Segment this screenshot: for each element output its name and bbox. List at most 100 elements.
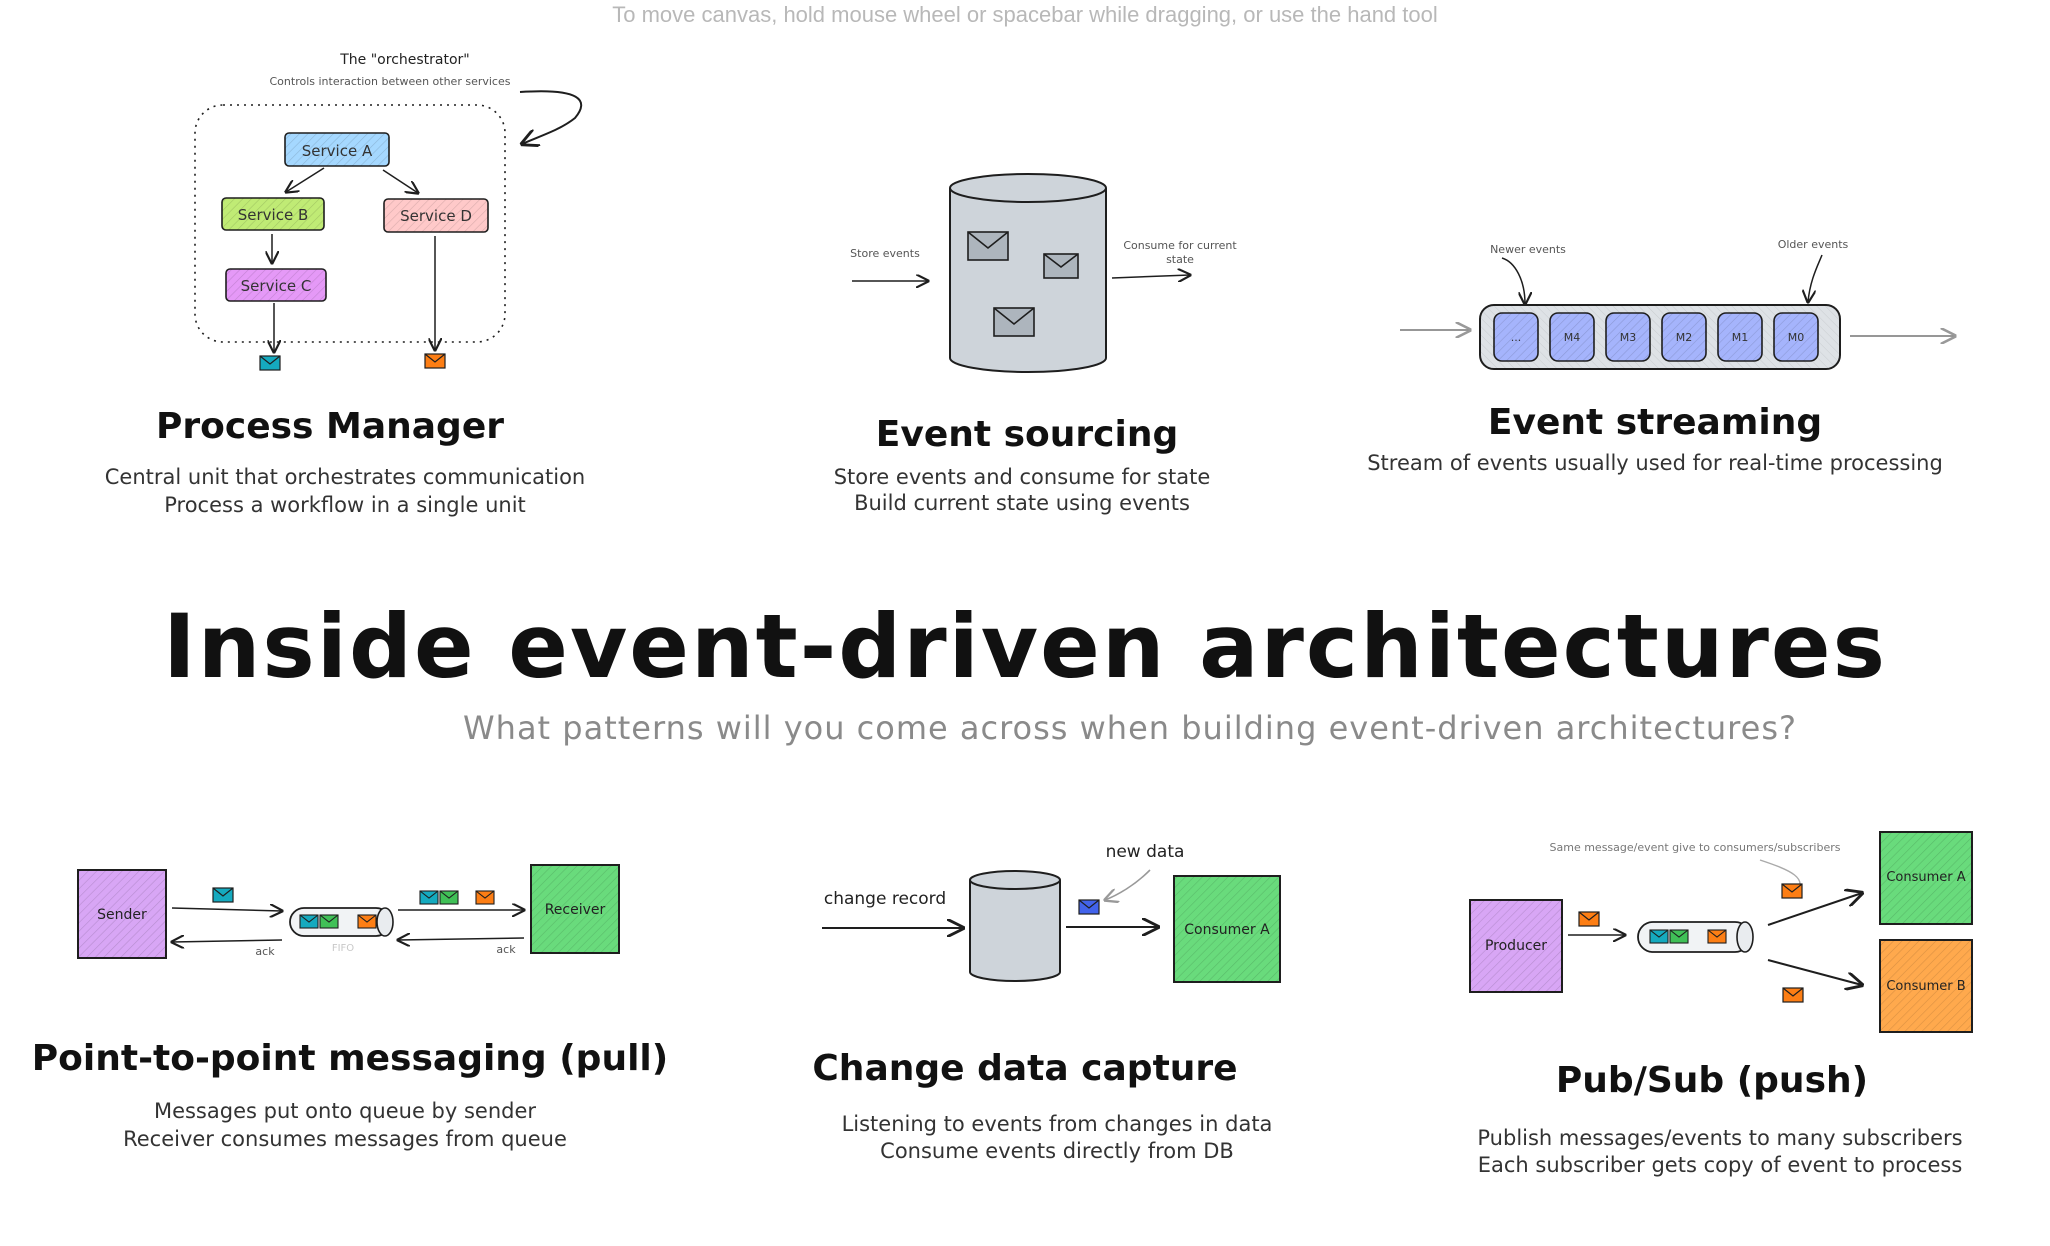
service-b-label: Service B bbox=[238, 206, 309, 224]
stream-slot-label: M4 bbox=[1564, 331, 1581, 344]
envelope-icon bbox=[424, 353, 446, 369]
envelope-icon bbox=[419, 890, 439, 905]
cdc-desc-2: Consume events directly from DB bbox=[880, 1139, 1234, 1163]
new-data-pointer-arrow bbox=[1105, 869, 1151, 900]
pubsub-consumer-a-label: Consumer A bbox=[1886, 870, 1965, 885]
event-streaming-desc-1: Stream of events usually used for real-t… bbox=[1367, 451, 1943, 475]
stream-slot-hatch bbox=[1606, 313, 1650, 361]
producer-label: Producer bbox=[1485, 938, 1547, 954]
process-manager-title: Process Manager bbox=[156, 406, 504, 447]
envelope-icon bbox=[993, 307, 1035, 337]
point-to-point-desc-2: Receiver consumes messages from queue bbox=[123, 1127, 567, 1151]
stream-slot-hatch bbox=[1550, 313, 1594, 361]
process-manager-desc-2: Process a workflow in a single unit bbox=[164, 493, 526, 517]
envelope-icon bbox=[1649, 929, 1669, 944]
ack-left-label: ack bbox=[255, 945, 275, 958]
arrow-a-to-d bbox=[382, 169, 418, 193]
receiver-label: Receiver bbox=[545, 902, 606, 918]
older-events-label: Older events bbox=[1778, 238, 1849, 251]
event-sourcing-desc-1: Store events and consume for state bbox=[834, 465, 1211, 489]
cdc-desc-1: Listening to events from changes in data bbox=[842, 1112, 1273, 1136]
sender-label: Sender bbox=[97, 907, 147, 923]
change-record-label: change record bbox=[824, 889, 946, 909]
envelope-icon bbox=[212, 887, 234, 903]
envelope-icon bbox=[1578, 911, 1600, 927]
stream-slot-label: M0 bbox=[1788, 331, 1805, 344]
event-sourcing-title: Event sourcing bbox=[876, 414, 1178, 455]
orchestrator-pointer-arrow bbox=[520, 90, 583, 144]
pubsub-diagram: Same message/event give to consumers/sub… bbox=[1469, 831, 1973, 1177]
ack-right-label: ack bbox=[496, 943, 516, 956]
pubsub-desc-2: Each subscriber gets copy of event to pr… bbox=[1478, 1153, 1963, 1177]
newer-events-label: Newer events bbox=[1490, 243, 1566, 256]
pubsub-consumer-b-label: Consumer B bbox=[1886, 979, 1965, 994]
consumer-a-box: Consumer A bbox=[1173, 875, 1281, 983]
event-sourcing-desc-2: Build current state using events bbox=[854, 491, 1190, 515]
orchestrator-note: Controls interaction between other servi… bbox=[270, 75, 511, 88]
send-arrow bbox=[171, 908, 282, 911]
service-a-label: Service A bbox=[302, 142, 373, 160]
orchestrator-label: The "orchestrator" bbox=[339, 52, 470, 68]
cdc-title: Change data capture bbox=[812, 1048, 1237, 1089]
older-pointer-arrow bbox=[1808, 254, 1823, 302]
service-d-box: Service D bbox=[383, 198, 489, 233]
orchestrator-boundary bbox=[194, 104, 506, 343]
stream-slot-label: M2 bbox=[1676, 331, 1693, 344]
service-a-box: Service A bbox=[284, 132, 390, 167]
envelope-icon bbox=[1043, 253, 1079, 279]
database-icon bbox=[949, 173, 1107, 373]
event-sourcing-diagram: Store events Consume for current state E… bbox=[834, 173, 1237, 515]
stream-slot-hatch bbox=[1718, 313, 1762, 361]
cdc-diagram: change record new data Consumer A Change… bbox=[812, 842, 1281, 1163]
envelope-icon bbox=[319, 914, 339, 929]
fifo-label: FIFO bbox=[332, 943, 354, 954]
envelope-icon bbox=[1078, 899, 1100, 915]
consumer-a-box: Consumer A bbox=[1879, 831, 1973, 925]
ack-arrow-right bbox=[398, 938, 525, 940]
consumer-b-box: Consumer B bbox=[1879, 939, 1973, 1033]
stream-slot-label: M3 bbox=[1620, 331, 1637, 344]
pubsub-title: Pub/Sub (push) bbox=[1556, 1060, 1868, 1101]
consume-label-2: state bbox=[1166, 253, 1194, 266]
canvas-hint: To move canvas, hold mouse wheel or spac… bbox=[612, 2, 1438, 27]
envelope-icon bbox=[439, 890, 459, 905]
envelope-icon bbox=[1707, 929, 1727, 944]
event-streaming-title: Event streaming bbox=[1488, 402, 1822, 443]
service-c-label: Service C bbox=[241, 277, 312, 295]
pubsub-desc-1: Publish messages/events to many subscrib… bbox=[1477, 1126, 1962, 1150]
consume-label-1: Consume for current bbox=[1123, 239, 1237, 252]
envelope-icon bbox=[259, 355, 281, 371]
stream-slot-hatch bbox=[1494, 313, 1538, 361]
consume-arrow bbox=[1111, 275, 1190, 278]
point-to-point-title: Point-to-point messaging (pull) bbox=[32, 1038, 668, 1079]
point-to-point-diagram: Sender ack FIFO bbox=[32, 864, 668, 1151]
envelope-icon bbox=[1669, 929, 1689, 944]
arrow-a-to-b bbox=[286, 167, 325, 192]
receiver-box: Receiver bbox=[530, 864, 620, 954]
envelope-icon bbox=[475, 890, 495, 905]
envelope-icon bbox=[1781, 883, 1803, 899]
envelope-icon bbox=[357, 914, 377, 929]
envelope-icon bbox=[299, 914, 319, 929]
process-manager-desc-1: Central unit that orchestrates communica… bbox=[105, 465, 585, 489]
newer-pointer-arrow bbox=[1501, 257, 1525, 304]
pubsub-note: Same message/event give to consumers/sub… bbox=[1550, 841, 1841, 854]
service-c-box: Service C bbox=[225, 268, 327, 302]
stream-slot-label: ... bbox=[1511, 331, 1522, 344]
process-manager-diagram: The "orchestrator" Controls interaction … bbox=[105, 52, 585, 517]
cdc-consumer-label: Consumer A bbox=[1184, 922, 1270, 938]
main-subtitle: What patterns will you come across when … bbox=[463, 709, 1797, 747]
store-events-label: Store events bbox=[850, 247, 920, 260]
sender-box: Sender bbox=[77, 869, 167, 959]
envelope-icon bbox=[1782, 987, 1804, 1003]
database-icon bbox=[969, 870, 1061, 982]
stream-slot-hatch bbox=[1774, 313, 1818, 361]
new-data-label: new data bbox=[1106, 842, 1185, 862]
ack-arrow-left bbox=[172, 940, 283, 942]
push-arrow-b bbox=[1767, 959, 1862, 985]
point-to-point-desc-1: Messages put onto queue by sender bbox=[154, 1099, 536, 1123]
service-b-box: Service B bbox=[221, 197, 325, 231]
